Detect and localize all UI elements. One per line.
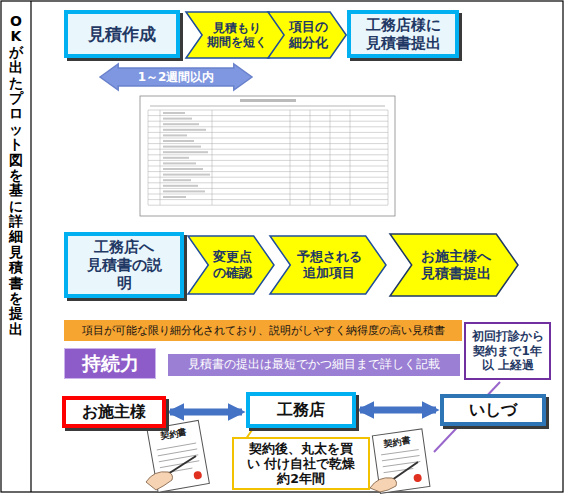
sheet-rule xyxy=(148,166,388,167)
sheet-rule xyxy=(148,205,388,206)
step-chevron: お施主様へ 見積書提出 xyxy=(390,234,518,296)
step-chevron: 予想される 追加項目 xyxy=(270,236,386,294)
node-text: 工務店様に 見積書提出 xyxy=(365,16,442,52)
sheet-rule xyxy=(148,132,388,133)
sheet-rule xyxy=(148,110,149,205)
sheet-rule xyxy=(330,110,331,205)
sheet-rule xyxy=(160,110,161,205)
sheet-rule xyxy=(290,110,291,205)
sheet-rule xyxy=(212,110,213,205)
step-chevron: 見積もり 期間を短く xyxy=(186,12,285,58)
process-box: 見積作成 xyxy=(64,10,180,58)
sheet-rule xyxy=(148,188,388,189)
estimate-sheet xyxy=(140,96,395,216)
sheet-rule xyxy=(148,115,388,116)
sheet-row-mark xyxy=(163,123,199,125)
note-band: 見積書の提出は最短でかつ細目まで詳しく記載 xyxy=(168,354,460,376)
seal xyxy=(193,471,202,480)
node-text: お施主様へ 見積書提出 xyxy=(420,248,491,282)
node-text: 予想される 追加項目 xyxy=(296,249,362,280)
node-text: 見積書の提出は最短でかつ細目まで詳しく記載 xyxy=(188,358,440,372)
sheet-row-mark xyxy=(163,134,187,136)
sheet-row-mark xyxy=(163,162,196,164)
sheet-rule xyxy=(148,160,388,161)
sheet-rule xyxy=(148,199,388,200)
hand-with-pen xyxy=(370,462,418,492)
node-text: 契約後、丸太を買い 付け自社で乾燥 約2年間 xyxy=(244,441,358,486)
column-divider xyxy=(30,1,31,492)
side-heading: OKが出たプロット図を基に詳細見積書を提出 xyxy=(2,2,30,491)
node-text: 持続力 xyxy=(82,352,139,375)
sheet-row-mark xyxy=(163,112,185,114)
sheet-row-mark xyxy=(163,129,206,131)
node-text: 見積作成 xyxy=(88,24,156,44)
shape-outline xyxy=(270,236,386,294)
hand-with-pen xyxy=(146,456,196,490)
vertical-heading: OKが出たプロット図を基に詳細見積書を提出 xyxy=(9,14,23,337)
sheet-row-mark xyxy=(163,157,189,159)
node-text: 初回打診から 契約まで1年以 上経過 xyxy=(471,329,544,372)
node-text: 項目の 細分化 xyxy=(288,19,328,50)
node-text: いしづ xyxy=(469,400,517,419)
sheet-row-mark xyxy=(163,174,210,176)
node-text: 1～2週間以内 xyxy=(138,70,215,84)
sheet-rule xyxy=(148,149,388,150)
sheet-rule xyxy=(310,110,311,205)
sheet-row-mark xyxy=(163,168,203,170)
party-box: お施主様 xyxy=(62,396,166,428)
sheet-rule xyxy=(148,110,388,111)
sheet-row-mark xyxy=(163,179,191,181)
process-box: 工務店へ 見積書の説明 xyxy=(64,232,184,298)
sheet-row-mark xyxy=(163,140,194,142)
step-chevron: 変更点 の確認 xyxy=(188,236,274,294)
callout-box: 初回打診から 契約まで1年以 上経過 xyxy=(464,322,551,380)
sheet-rule xyxy=(148,154,388,155)
shape-outline xyxy=(268,12,346,58)
duration-arrow: 1～2週間以内 xyxy=(100,64,252,90)
seal xyxy=(413,473,422,482)
sheet-rule xyxy=(148,177,388,178)
sheet-rule xyxy=(148,194,388,195)
sheet-rule xyxy=(148,138,388,139)
sheet-title-mark xyxy=(240,99,296,102)
node-text: 項目が可能な限り細分化されており、説明がしやすく納得度の高い見積書 xyxy=(82,324,445,337)
sheet-row-mark xyxy=(163,146,201,148)
sheet-rule xyxy=(148,126,388,127)
node-text: お施主様 xyxy=(82,402,146,421)
shape-outline xyxy=(186,12,285,58)
shape-outline xyxy=(390,234,518,296)
node-text: 変更点 の確認 xyxy=(212,249,252,280)
process-box: 工務店様に 見積書提出 xyxy=(347,10,459,58)
sheet-row-mark xyxy=(163,190,205,192)
note-band: 項目が可能な限り細分化されており、説明がしやすく納得度の高い見積書 xyxy=(64,320,462,341)
sheet-row-mark xyxy=(163,151,208,153)
double-arrow-connector xyxy=(360,407,436,414)
sheet-rule xyxy=(350,110,351,205)
sheet-row-mark xyxy=(163,118,192,120)
sheet-border xyxy=(140,96,395,216)
sheet-rule xyxy=(150,106,385,107)
keyword-box: 持続力 xyxy=(64,348,156,379)
party-box: 工務店 xyxy=(246,392,356,428)
sheet-rule xyxy=(388,110,389,205)
sheet-row-mark xyxy=(163,196,186,198)
shape-outline xyxy=(100,64,252,90)
sheet-rule xyxy=(148,171,388,172)
double-arrow-connector xyxy=(170,409,242,416)
callout-box: 契約後、丸太を買い 付け自社で乾燥 約2年間 xyxy=(232,437,370,490)
node-text: 見積もり 期間を短く xyxy=(206,21,267,50)
sheet-rule xyxy=(148,143,388,144)
sheet-rule xyxy=(148,182,388,183)
step-chevron: 項目の 細分化 xyxy=(268,12,346,58)
sheet-row-mark xyxy=(163,185,198,187)
shape-outline xyxy=(188,236,274,294)
node-text: 工務店へ 見積書の説明 xyxy=(86,238,163,292)
party-box: いしづ xyxy=(440,394,546,426)
sheet-rule xyxy=(148,121,388,122)
node-text: 工務店 xyxy=(277,400,325,419)
